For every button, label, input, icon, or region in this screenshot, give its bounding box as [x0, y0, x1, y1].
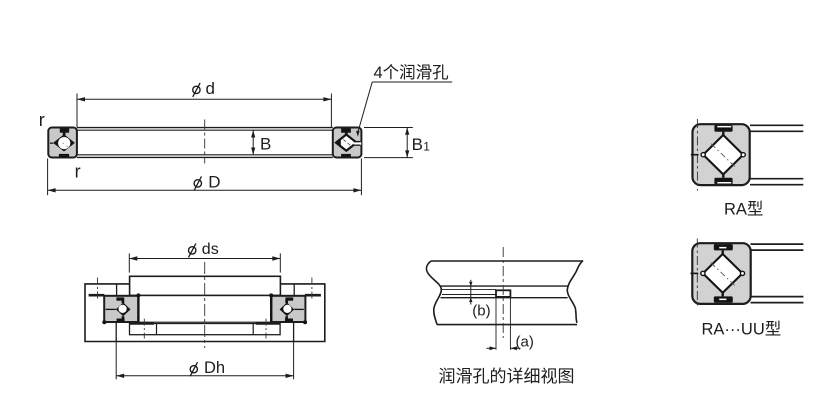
svg-text:r: r [75, 162, 81, 182]
svg-text:Dh: Dh [204, 359, 225, 377]
svg-text:RA型: RA型 [724, 200, 763, 219]
svg-text:润滑孔的详细视图: 润滑孔的详细视图 [439, 367, 575, 386]
svg-text:4个润滑孔: 4个润滑孔 [374, 63, 449, 82]
svg-text:(a): (a) [516, 334, 534, 351]
svg-text:d: d [206, 79, 215, 98]
svg-text:1: 1 [423, 139, 430, 153]
svg-text:D: D [208, 172, 220, 191]
svg-text:B: B [260, 134, 271, 153]
svg-text:r: r [39, 110, 45, 130]
svg-text:RA···UU型: RA···UU型 [702, 320, 782, 339]
svg-text:B: B [412, 135, 423, 154]
svg-text:ds: ds [202, 241, 219, 258]
svg-text:(b): (b) [472, 303, 490, 320]
